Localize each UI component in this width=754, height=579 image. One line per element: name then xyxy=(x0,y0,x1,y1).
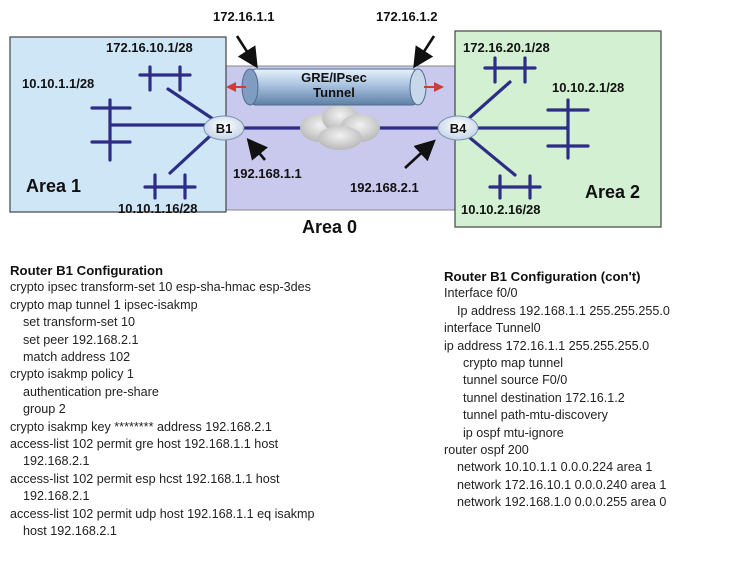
router-b1-config-panel: Router B1 Configuration crypto ipsec tra… xyxy=(10,262,315,541)
config-line: Ip address 192.168.1.1 255.255.255.0 xyxy=(457,303,670,318)
config-line: Interface f0/0 xyxy=(444,286,518,301)
config-line: network 192.168.1.0 0.0.0.255 area 0 xyxy=(457,495,667,510)
router-b1-label: B1 xyxy=(216,121,233,136)
gre-ipsec-tunnel-icon xyxy=(241,68,427,106)
config-line: tunnel source F0/0 xyxy=(463,373,568,388)
config-line: tunnel destination 172.16.1.2 xyxy=(463,390,625,405)
config-line: set transform-set 10 xyxy=(23,315,135,330)
config-lines: crypto ipsec transform-set 10 esp-sha-hm… xyxy=(10,279,315,540)
config-line: crypto map tunnel xyxy=(463,356,564,371)
wan-right-label: 192.168.2.1 xyxy=(350,180,419,195)
router-b1-icon xyxy=(203,115,245,141)
cloud-icon xyxy=(300,104,380,150)
config-line: match address 102 xyxy=(23,350,131,365)
lan-left-mid-label: 10.10.1.1/28 xyxy=(22,76,94,91)
config-title: Router B1 Configuration xyxy=(10,263,164,278)
config-line: ip ospf mtu-ignore xyxy=(463,425,564,440)
network-diagram: GRE/IPsec Tunnel B1 B4 172.16.1.1 172.16… xyxy=(9,9,662,237)
config-line: crypto isakmp policy 1 xyxy=(10,367,134,382)
router-b4-label: B4 xyxy=(450,121,467,136)
lan-right-mid-label: 10.10.2.1/28 xyxy=(552,80,624,95)
config-line: network 172.16.10.1 0.0.0.240 area 1 xyxy=(457,477,667,492)
config-line: access-list 102 permit gre host 192.168.… xyxy=(10,437,279,452)
wan-left-label: 192.168.1.1 xyxy=(233,166,302,181)
config-line: 192.168.2.1 xyxy=(23,454,90,469)
tunnel-direction-arrows xyxy=(226,82,444,92)
lan-left-bottom-label: 10.10.1.16/28 xyxy=(118,201,198,216)
config-line: access-list 102 permit esp hcst 192.168.… xyxy=(10,471,280,486)
tunnel-label-line1: GRE/IPsec xyxy=(301,70,367,85)
config-line: network 10.10.1.1 0.0.0.224 area 1 xyxy=(457,460,653,475)
config-line: 192.168.2.1 xyxy=(23,489,90,504)
lan-right-top-label: 172.16.20.1/28 xyxy=(463,40,550,55)
config-line: group 2 xyxy=(23,402,66,417)
lan-right-bottom-label: 10.10.2.16/28 xyxy=(461,202,541,217)
area2-label: Area 2 xyxy=(585,182,640,202)
area0-label: Area 0 xyxy=(302,217,357,237)
router-b1-config-continued-panel: Router B1 Configuration (con't) Interfac… xyxy=(444,268,670,512)
config-line: crypto isakmp key ******** address 192.1… xyxy=(10,419,272,434)
config-line: tunnel path-mtu-discovery xyxy=(463,408,608,423)
config-line: interface Tunnel0 xyxy=(444,321,541,336)
config-line: crypto ipsec transform-set 10 esp-sha-hm… xyxy=(10,280,311,295)
config-line: access-list 102 permit udp host 192.168.… xyxy=(10,506,315,521)
area1-label: Area 1 xyxy=(26,176,81,196)
config-line: router ospf 200 xyxy=(444,443,529,458)
config-line: host 192.168.2.1 xyxy=(23,524,117,539)
tunnel-label-line2: Tunnel xyxy=(313,85,355,100)
config-line: authentication pre-share xyxy=(23,384,159,399)
config-line: crypto map tunnel 1 ipsec-isakmp xyxy=(10,297,198,312)
config-line: set peer 192.168.2.1 xyxy=(23,332,139,347)
router-b4-icon xyxy=(437,115,479,141)
lan-left-top-label: 172.16.10.1/28 xyxy=(106,40,193,55)
tunnel-ip-right: 172.16.1.2 xyxy=(376,9,437,24)
pointer-arrows xyxy=(235,35,436,169)
config-lines: Interface f0/0 Ip address 192.168.1.1 255… xyxy=(444,285,670,511)
config-line: ip address 172.16.1.1 255.255.255.0 xyxy=(444,338,650,353)
config-title: Router B1 Configuration (con't) xyxy=(444,269,641,284)
tunnel-ip-left: 172.16.1.1 xyxy=(213,9,274,24)
